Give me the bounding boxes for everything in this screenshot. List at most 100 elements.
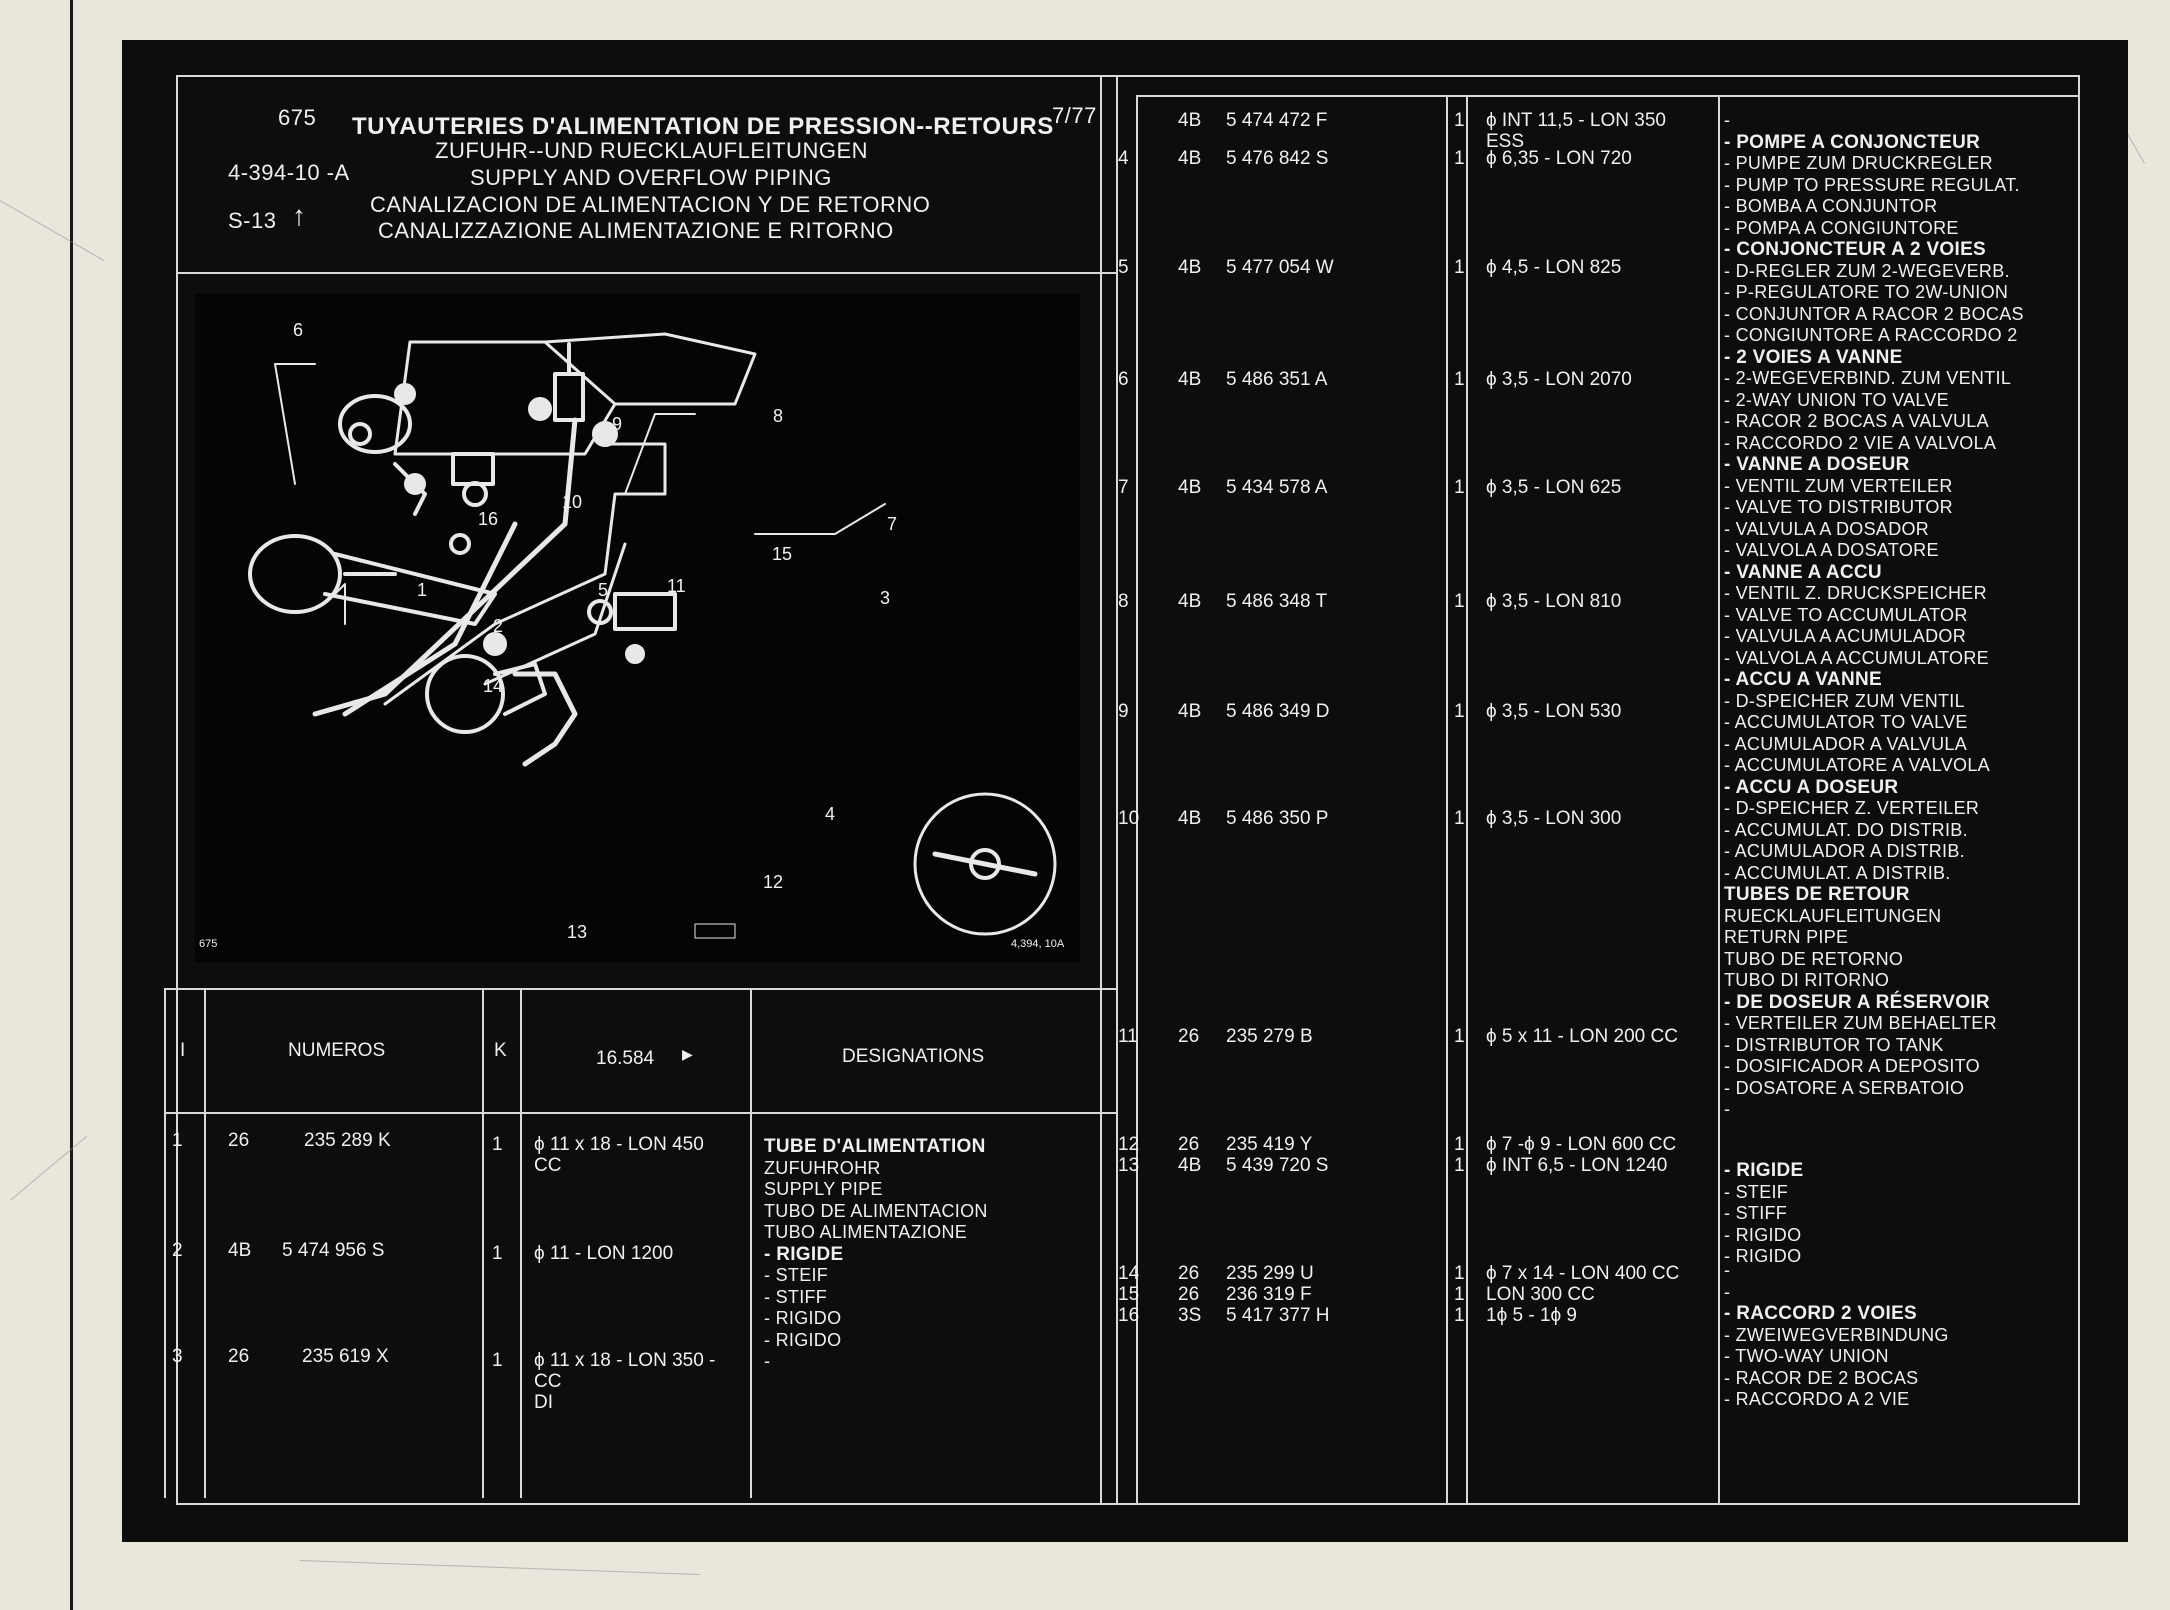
row-dim: ϕ 3,5 - LON 300: [1486, 808, 1622, 829]
row-number: 236 319 F: [1226, 1284, 1312, 1305]
designation-line: - ACCU A DOSEUR: [1724, 776, 1899, 798]
row-dim: ϕ 11 x 18 - LON 450: [534, 1134, 704, 1155]
designation-line: - DE DOSEUR A RÉSERVOIR: [1724, 991, 1990, 1013]
designation-line: TUBO DI RITORNO: [1724, 970, 1890, 990]
row-prefix: 4B: [1178, 369, 1202, 390]
divider: [1718, 95, 1720, 1505]
designation-line: - D-SPEICHER Z. VERTEILER: [1724, 798, 1980, 818]
row-dim: ϕ 4,5 - LON 825: [1486, 257, 1622, 278]
divider: [164, 1112, 1116, 1114]
row-qty: 1: [1454, 1263, 1465, 1284]
designation-line: -: [1724, 1099, 1731, 1119]
right-designations-a: - - POMPE A CONJONCTEUR- PUMPE ZUM DRUCK…: [1724, 110, 2024, 1121]
designation-line: - VALVOLA A DOSATORE: [1724, 540, 1939, 560]
designation-line: TUBE D'ALIMENTATION: [764, 1136, 986, 1157]
designation-line: - RACOR DE 2 BOCAS: [1724, 1367, 1919, 1388]
callout-2: 2: [493, 616, 504, 636]
callout-10: 10: [562, 492, 583, 512]
row-number: 5 486 348 T: [1226, 591, 1328, 612]
designation-line: -: [1724, 1281, 1731, 1302]
play-arrow-icon: ▶: [682, 1046, 693, 1062]
row-index: 6: [1118, 369, 1129, 390]
designation-line: - RACCORDO A 2 VIE: [1724, 1389, 1910, 1409]
col-header-model: 16.584: [596, 1048, 655, 1069]
callout-1: 1: [417, 580, 428, 600]
designation-line: - DOSATORE A SERBATOIO: [1724, 1077, 1965, 1098]
row-index: 10: [1118, 808, 1140, 829]
designation-line: - VALVULA A ACUMULADOR: [1724, 626, 1967, 646]
callout-13: 13: [567, 922, 588, 942]
piping-illustration: 6 7 8 9 10 11 12 13 14 15 16 1 2 3 4 5 6…: [195, 294, 1080, 962]
row-prefix: 4B: [228, 1240, 252, 1261]
row-number: 5 486 350 P: [1226, 808, 1329, 829]
row-index: 13: [1118, 1155, 1140, 1176]
film-edge-line: [70, 0, 73, 1610]
illustration-code-right: 4,394, 10A: [1011, 938, 1065, 950]
designation-line: - VENTIL Z. DRUCKSPEICHER: [1724, 583, 1987, 603]
row-qty: 1: [1454, 808, 1465, 829]
row-qty: 1: [1454, 1155, 1465, 1176]
scratch: [0, 200, 104, 261]
row-prefix: 26: [1178, 1263, 1200, 1284]
section-code: S-13: [228, 208, 277, 233]
callout-14: 14: [483, 676, 504, 696]
right-designations-b: - RIGIDE- STEIF- STIFF- RIGIDO- RIGIDO: [1724, 1160, 1803, 1268]
callout-12: 12: [763, 872, 784, 892]
designation-line: - POMPE A CONJONCTEUR: [1724, 131, 1981, 153]
divider: [1100, 75, 1102, 1505]
callout-9: 9: [612, 414, 623, 434]
row-qty: 1: [492, 1134, 503, 1155]
designation-line: - STIFF: [764, 1286, 828, 1307]
designation-line: - STEIF: [1724, 1181, 1789, 1202]
row-index: 11: [1118, 1026, 1138, 1047]
row-number: 5 439 720 S: [1226, 1155, 1329, 1176]
row-prefix: 26: [1178, 1134, 1200, 1155]
designation-line: - RIGIDO: [1724, 1246, 1802, 1266]
designation-line: - VERTEILER ZUM BEHAELTER: [1724, 1013, 1997, 1033]
row-qty: 1: [1454, 369, 1465, 390]
row-qty: 1: [1454, 591, 1465, 612]
row-number: 5 417 377 H: [1226, 1305, 1330, 1326]
designation-line: -: [764, 1351, 771, 1371]
divider: [176, 272, 1116, 274]
row-prefix: 4B: [1178, 257, 1202, 278]
designation-line: - RACOR 2 BOCAS A VALVULA: [1724, 411, 1989, 431]
title-it: CANALIZZAZIONE ALIMENTAZIONE E RITORNO: [378, 218, 894, 243]
row-number: 235 619 X: [302, 1346, 389, 1367]
callout-16: 16: [478, 509, 499, 529]
designation-line: - STEIF: [764, 1265, 829, 1285]
designation-line: - RIGIDO: [764, 1308, 842, 1328]
divider: [1446, 95, 1448, 1505]
designation-line: - VANNE A ACCU: [1724, 561, 1882, 583]
designation-line: - ACCUMULAT. DO DISTRIB.: [1724, 819, 1968, 840]
divider: [750, 988, 752, 1498]
designation-line: - CONJUNTOR A RACOR 2 BOCAS: [1724, 303, 2024, 324]
row-number: 5 477 054 W: [1226, 257, 1334, 278]
designation-line: - VALVE TO DISTRIBUTOR: [1724, 497, 1953, 517]
row-prefix: 4B: [1178, 808, 1202, 829]
table-frame: [176, 75, 2080, 1505]
row-prefix: 4B: [1178, 591, 1202, 612]
row-qty: 1: [1454, 110, 1465, 131]
row-qty: 1: [1454, 1026, 1465, 1047]
callout-8: 8: [773, 406, 784, 426]
row-qty: 1: [1454, 257, 1465, 278]
designation-line: - VENTIL ZUM VERTEILER: [1724, 475, 1953, 496]
row-prefix: 26: [1178, 1026, 1200, 1047]
designation-line: - P-REGULATORE TO 2W-UNION: [1724, 282, 2009, 302]
col-header-designations: DESIGNATIONS: [842, 1046, 985, 1067]
row-index: 12: [1118, 1134, 1140, 1155]
row-qty: 1: [1454, 148, 1465, 169]
row-index: 9: [1118, 701, 1129, 722]
row-dim: 1ϕ 5 - 1ϕ 9: [1486, 1305, 1577, 1326]
row-number: 235 289 K: [304, 1130, 391, 1151]
row-prefix: 4B: [1178, 701, 1202, 722]
row-index: 1: [172, 1130, 183, 1151]
designation-line: - RACCORDO 2 VIE A VALVOLA: [1724, 432, 1997, 453]
designation-line: - RACCORD 2 VOIES: [1724, 1303, 1918, 1324]
designation-line: - BOMBA A CONJUNTOR: [1724, 196, 1938, 216]
designation-line: - ACCUMULATOR TO VALVE: [1724, 712, 1968, 732]
designation-line: - D-SPEICHER ZUM VENTIL: [1724, 690, 1965, 711]
row-dim: ϕ INT 11,5 - LON 350: [1486, 110, 1666, 131]
